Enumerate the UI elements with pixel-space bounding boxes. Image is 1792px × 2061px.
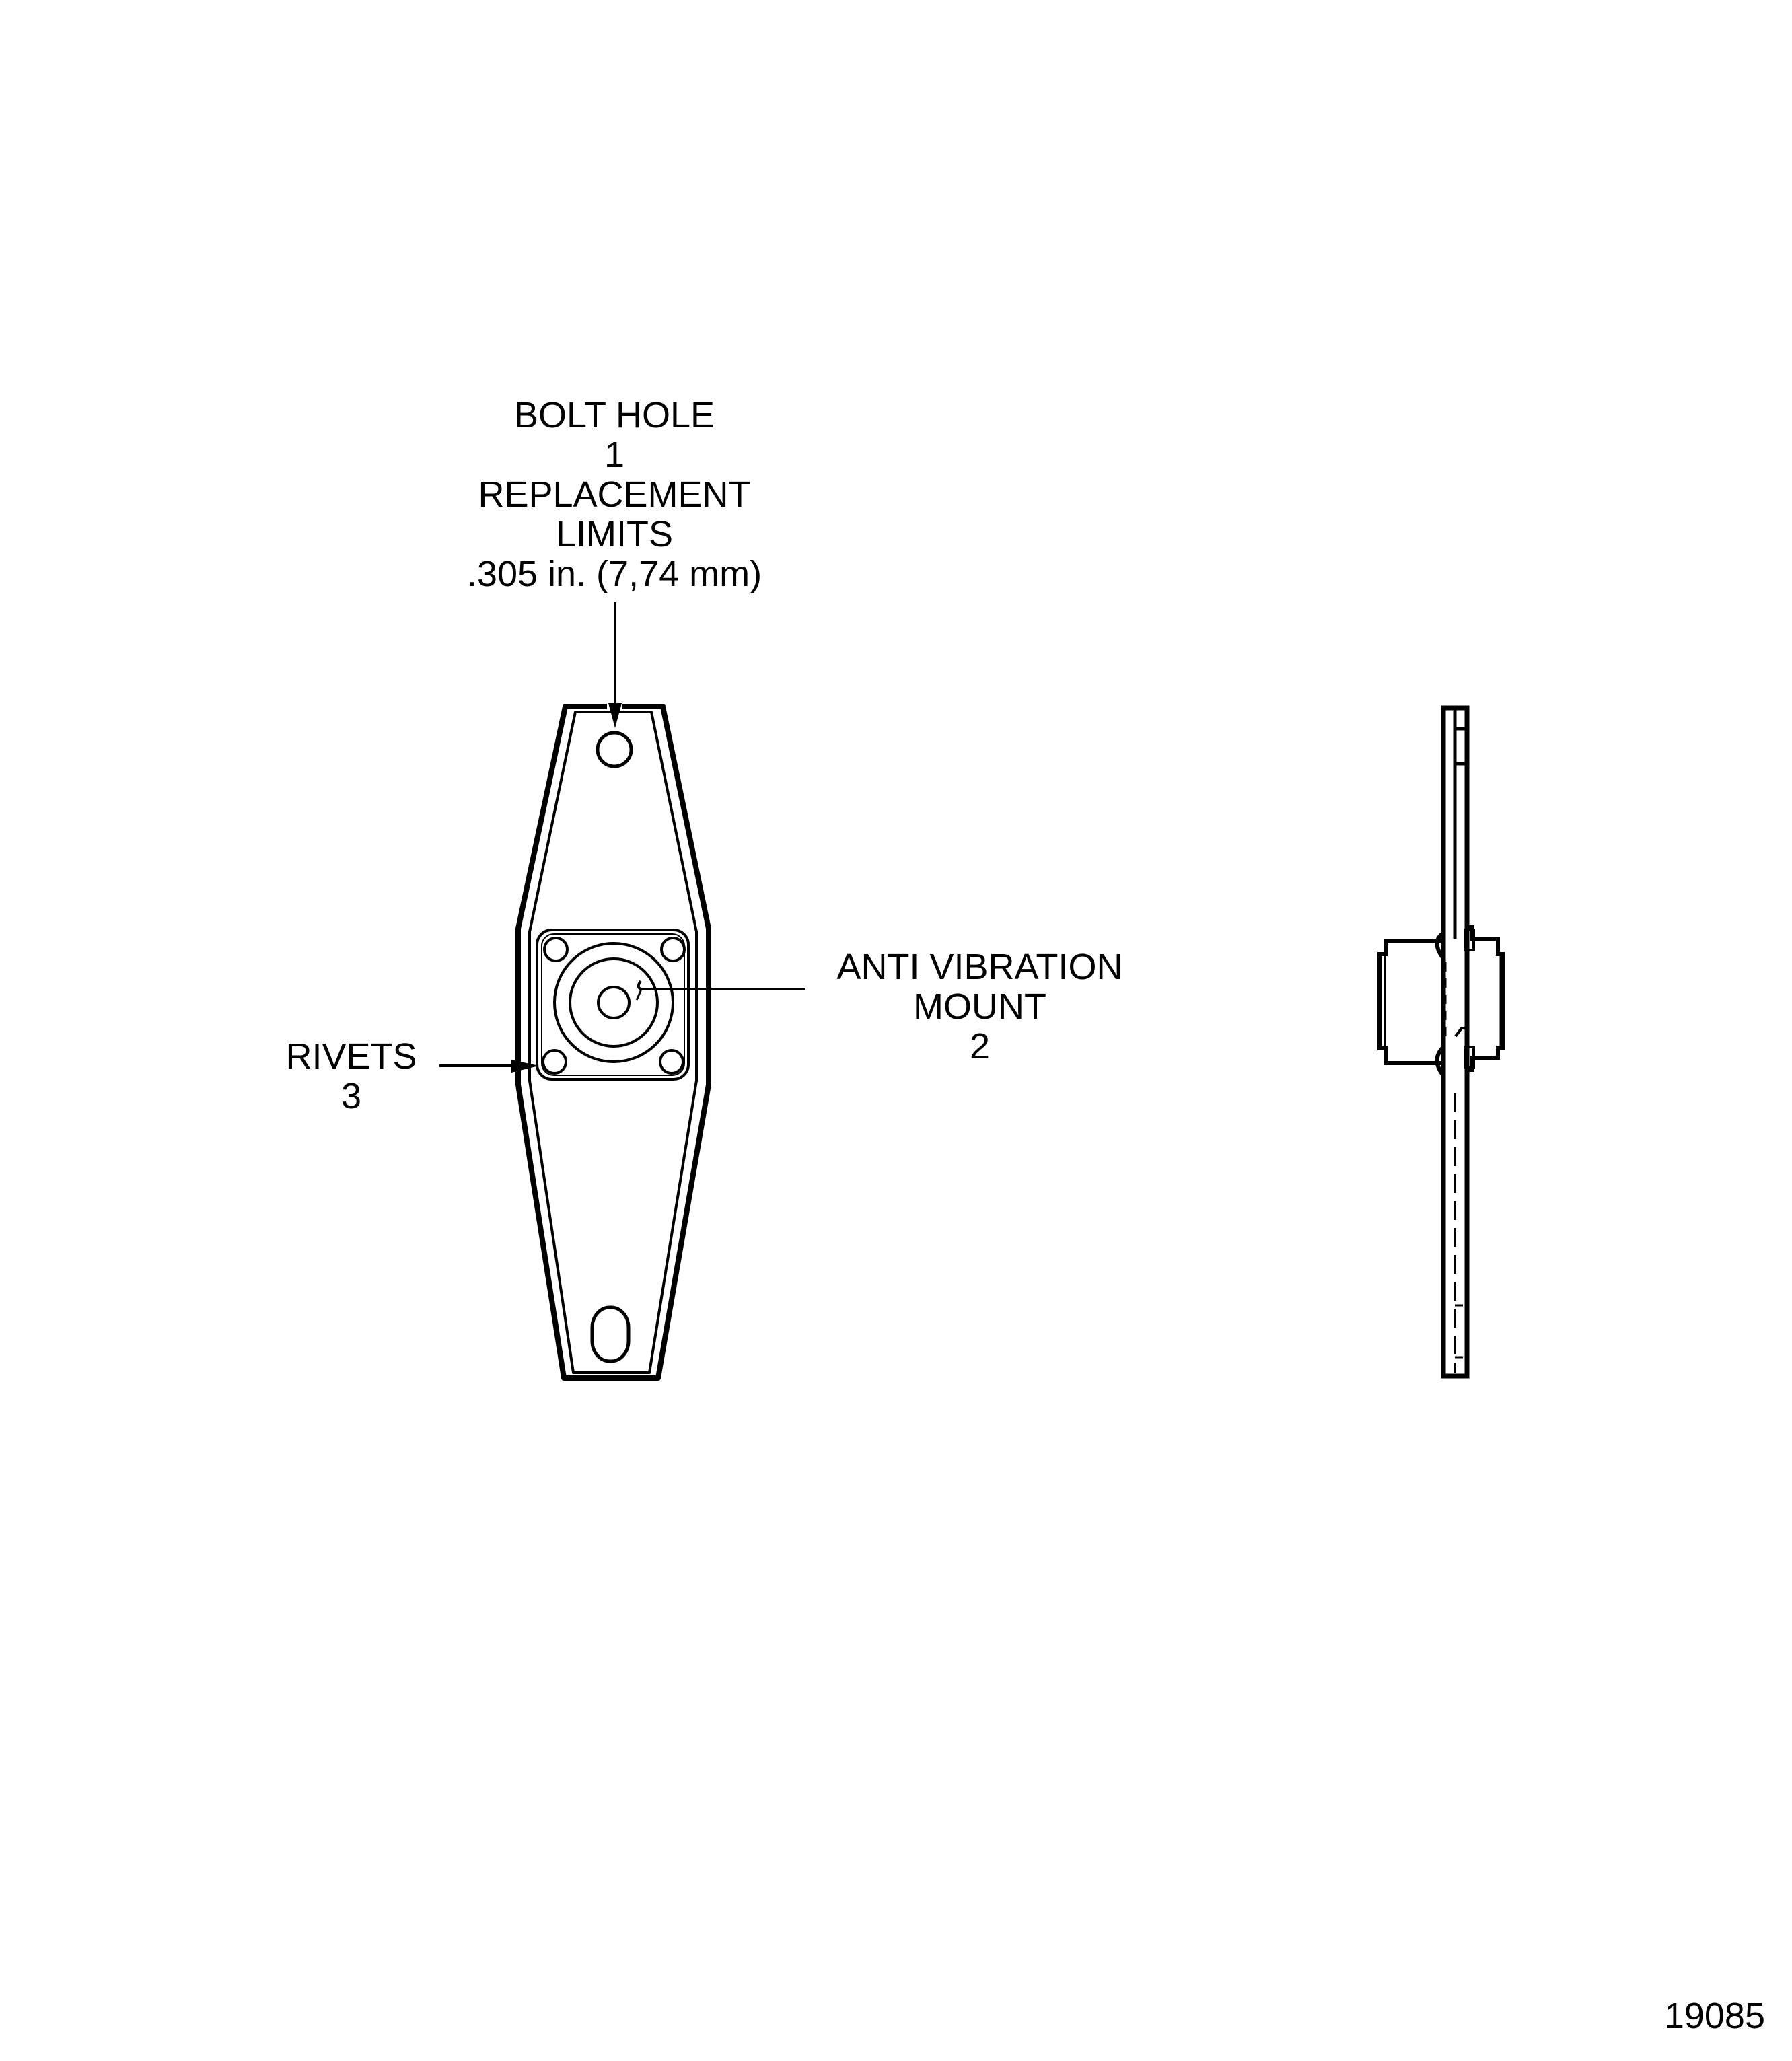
- callout-rivets: RIVETS 3: [285, 1037, 417, 1116]
- callout-rivets-title: RIVETS: [285, 1036, 417, 1077]
- rivets-arrow: [439, 1060, 539, 1073]
- mount-inner-ring: [569, 957, 659, 1048]
- side-view: [1377, 705, 1505, 1379]
- bolt-hole-top: [596, 731, 633, 768]
- callout-bolt-hole-spec: .305 in. (7,74 mm): [466, 554, 762, 594]
- callout-bolt-hole-number: 1: [604, 435, 625, 475]
- plate-inner-outline: [528, 711, 698, 1374]
- callout-bolt-hole: BOLT HOLE 1 REPLACEMENT LIMITS .305 in. …: [467, 396, 762, 594]
- bolt-slot-bottom: [590, 1305, 631, 1363]
- front-view: [515, 702, 711, 1381]
- callout-mount-number: 2: [969, 1026, 991, 1066]
- side-rivet-head: [1435, 1047, 1444, 1075]
- callout-bolt-hole-desc2: LIMITS: [555, 514, 674, 554]
- figure-number: 19085: [1663, 1996, 1765, 2036]
- callout-mount-title: ANTI VIBRATION: [836, 947, 1123, 987]
- mount-leader-line: [635, 980, 805, 1001]
- mount-outer-ring: [553, 942, 674, 1063]
- side-mount-left: [1377, 939, 1442, 1065]
- rivet: [543, 937, 569, 962]
- callout-bolt-hole-desc1: REPLACEMENT: [478, 474, 751, 515]
- callout-anti-vibration-mount: ANTI VIBRATION MOUNT 2: [836, 947, 1122, 1066]
- mount-center-hole: [597, 986, 631, 1019]
- bolt-hole-arrow: [608, 602, 622, 728]
- side-mount-right: [1466, 925, 1505, 1072]
- callout-mount-title2: MOUNT: [913, 986, 1046, 1027]
- plate-outer-outline: [515, 704, 711, 1381]
- callout-rivets-number: 3: [341, 1076, 362, 1116]
- side-rivet-head: [1435, 932, 1444, 958]
- rivet: [542, 1049, 567, 1075]
- callout-bolt-hole-title: BOLT HOLE: [513, 395, 715, 435]
- rivet: [660, 937, 686, 962]
- rivet: [659, 1049, 684, 1075]
- mount-base: [536, 929, 690, 1081]
